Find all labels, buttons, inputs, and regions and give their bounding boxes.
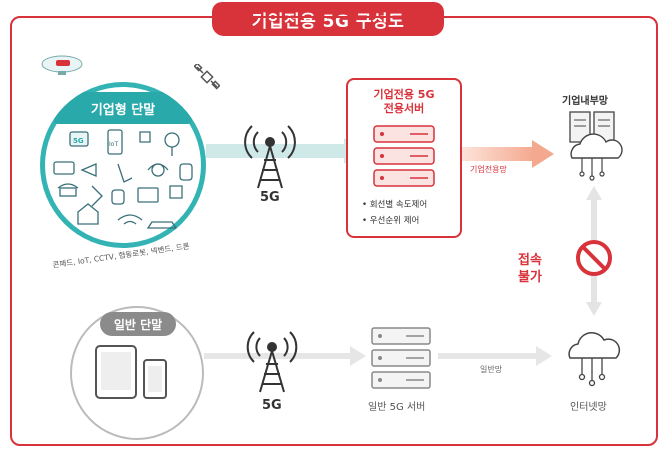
enterprise-link-arrow xyxy=(462,140,554,168)
diagram-title: 기업전용 5G 구성도 xyxy=(212,2,444,36)
enterprise-terminal-caption: 기업형 단말 xyxy=(54,92,192,124)
general-link-arrow xyxy=(438,346,552,366)
general-link-label: 일반망 xyxy=(480,365,503,374)
enterprise-server-icon xyxy=(373,125,435,187)
internet-cloud-icon xyxy=(568,332,621,387)
blocked-line2: 불가 xyxy=(518,270,542,285)
prohibited-icon xyxy=(576,240,612,276)
enterprise-devices-icons: 5G IoT xyxy=(53,129,193,229)
general-server-label: 일반 5G 서버 xyxy=(368,402,426,413)
blocked-line1: 접속 xyxy=(518,253,542,268)
enterprise-link-label: 기업전용망 xyxy=(470,165,507,174)
5g-chip-label: 5G xyxy=(73,137,84,145)
blimp-icon xyxy=(41,55,83,75)
general-arrow-1 xyxy=(204,346,366,366)
internet-label: 인터넷망 xyxy=(570,402,607,413)
enterprise-network-icon xyxy=(569,111,623,181)
general-terminal-caption: 일반 단말 xyxy=(100,312,176,336)
enterprise-server-title-line2: 전용서버 xyxy=(383,102,425,115)
enterprise-network-label: 기업내부망 xyxy=(562,96,608,107)
satellite-icon xyxy=(194,64,220,90)
bottom-5g-label: 5G xyxy=(262,398,282,413)
enterprise-server-title-line1: 기업전용 5G xyxy=(373,88,435,101)
cell-tower-icon xyxy=(244,125,296,189)
enterprise-server-box: 기업전용 5G 전용서버 • 회선별 속도제어 • 우선순위 제어 xyxy=(346,78,462,238)
diagram-frame xyxy=(10,16,658,446)
enterprise-server-title: 기업전용 5G 전용서버 xyxy=(348,88,460,116)
blocked-label: 접속 불가 xyxy=(518,252,542,286)
iot-chip-label: IoT xyxy=(109,141,118,148)
feature-2-text: 우선순위 제어 xyxy=(369,216,420,226)
enterprise-terminal-circle: 기업형 단말 5G IoT xyxy=(40,82,206,248)
feature-1-text: 회선별 속도제어 xyxy=(369,200,428,210)
general-terminal-circle: 일반 단말 xyxy=(70,306,204,440)
feature-2: • 우선순위 제어 xyxy=(362,216,420,226)
feature-1: • 회선별 속도제어 xyxy=(362,200,428,210)
general-server-icon xyxy=(371,327,431,389)
tablet-phone-icon xyxy=(95,345,167,399)
cell-tower-icon-bottom xyxy=(246,331,298,393)
top-5g-label: 5G xyxy=(260,190,280,205)
